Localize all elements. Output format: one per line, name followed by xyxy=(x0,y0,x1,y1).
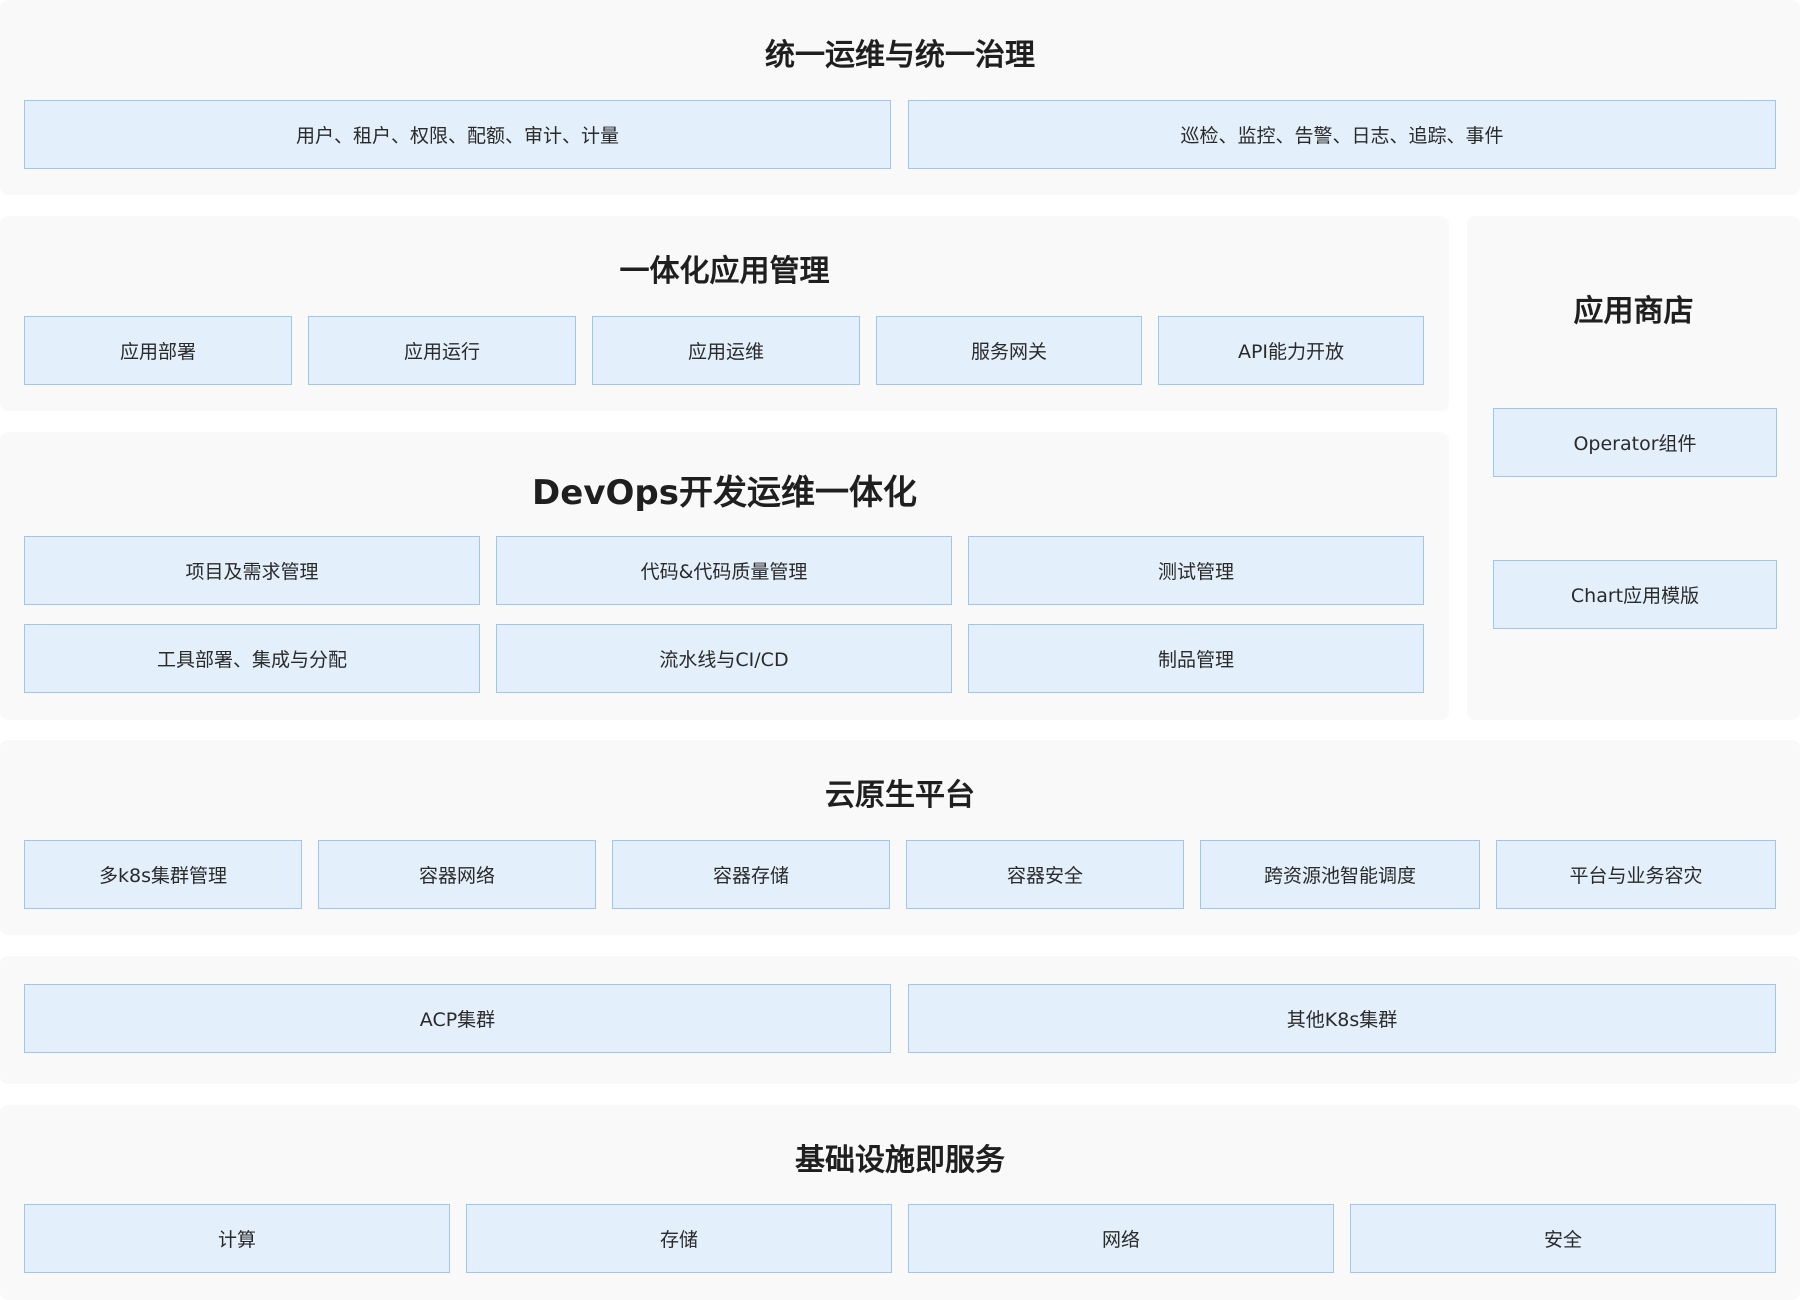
clusters-panel: ACP集群 其他K8s集群 xyxy=(0,956,1800,1084)
app-store-item-operator: Operator组件 xyxy=(1493,408,1777,477)
infrastructure-item-network: 网络 xyxy=(908,1204,1334,1273)
app-management-panel: 一体化应用管理 应用部署 应用运行 应用运维 服务网关 API能力开放 xyxy=(0,216,1449,411)
governance-title: 统一运维与统一治理 xyxy=(765,38,1035,73)
infrastructure-panel: 基础设施即服务 计算 存储 网络 安全 xyxy=(0,1105,1800,1300)
cloud-native-item-storage: 容器存储 xyxy=(612,840,890,909)
cloud-native-item-scheduling: 跨资源池智能调度 xyxy=(1200,840,1480,909)
cluster-item-other-k8s: 其他K8s集群 xyxy=(908,984,1776,1053)
governance-item-accounts: 用户、租户、权限、配额、审计、计量 xyxy=(24,100,891,169)
app-management-item-ops: 应用运维 xyxy=(592,316,860,385)
devops-item-code-quality: 代码&代码质量管理 xyxy=(496,536,952,605)
cluster-item-acp: ACP集群 xyxy=(24,984,891,1053)
app-management-item-run: 应用运行 xyxy=(308,316,576,385)
app-management-item-gateway: 服务网关 xyxy=(876,316,1142,385)
cloud-native-item-security: 容器安全 xyxy=(906,840,1184,909)
infrastructure-item-storage: 存储 xyxy=(466,1204,892,1273)
devops-item-project: 项目及需求管理 xyxy=(24,536,480,605)
cloud-native-title: 云原生平台 xyxy=(825,778,975,813)
cloud-native-item-multi-cluster: 多k8s集群管理 xyxy=(24,840,302,909)
app-store-panel: 应用商店 Operator组件 Chart应用模版 xyxy=(1467,216,1800,720)
infrastructure-title: 基础设施即服务 xyxy=(795,1143,1005,1178)
cloud-native-item-disaster-recovery: 平台与业务容灾 xyxy=(1496,840,1776,909)
app-store-item-chart: Chart应用模版 xyxy=(1493,560,1777,629)
cloud-native-panel: 云原生平台 多k8s集群管理 容器网络 容器存储 容器安全 跨资源池智能调度 平… xyxy=(0,740,1800,935)
governance-item-observability: 巡检、监控、告警、日志、追踪、事件 xyxy=(908,100,1776,169)
cloud-native-item-network: 容器网络 xyxy=(318,840,596,909)
infrastructure-item-security: 安全 xyxy=(1350,1204,1776,1273)
app-store-title: 应用商店 xyxy=(1573,294,1694,329)
app-management-item-api: API能力开放 xyxy=(1158,316,1424,385)
devops-item-artifacts: 制品管理 xyxy=(968,624,1424,693)
app-management-item-deploy: 应用部署 xyxy=(24,316,292,385)
devops-title: DevOps开发运维一体化 xyxy=(532,473,917,513)
devops-panel: DevOps开发运维一体化 项目及需求管理 代码&代码质量管理 测试管理 工具部… xyxy=(0,432,1449,720)
devops-item-pipeline: 流水线与CI/CD xyxy=(496,624,952,693)
governance-panel: 统一运维与统一治理 用户、租户、权限、配额、审计、计量 巡检、监控、告警、日志、… xyxy=(0,0,1800,195)
devops-item-tools: 工具部署、集成与分配 xyxy=(24,624,480,693)
app-management-title: 一体化应用管理 xyxy=(619,254,830,289)
devops-item-testing: 测试管理 xyxy=(968,536,1424,605)
infrastructure-item-compute: 计算 xyxy=(24,1204,450,1273)
